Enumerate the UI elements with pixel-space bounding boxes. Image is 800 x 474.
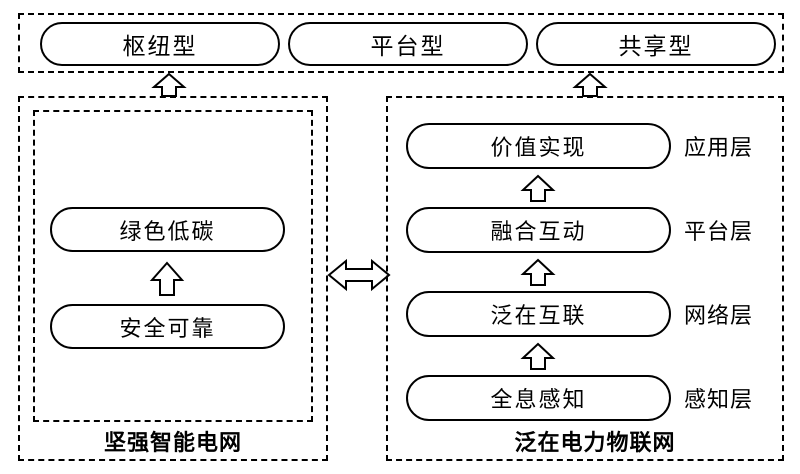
- left-panel-bottom-label-text: 坚强智能电网: [103, 430, 242, 455]
- right-node-ubiquitous-interconnection-label: 泛在互联: [490, 303, 587, 328]
- left-panel-outer: [18, 96, 328, 461]
- right-layer-label-platform: 平台层: [684, 207, 794, 253]
- left-node-green-low-carbon[interactable]: 绿色低碳: [50, 207, 285, 252]
- right-layer-label-platform-text: 平台层: [684, 219, 754, 244]
- right-node-holographic-perception[interactable]: 全息感知: [406, 375, 671, 421]
- left-panel-bottom-label: 坚强智能电网: [33, 425, 313, 457]
- right-node-fusion-interaction[interactable]: 融合互动: [406, 207, 671, 253]
- right-node-fusion-interaction-label: 融合互动: [490, 219, 587, 244]
- left-panel-inner: [33, 110, 313, 422]
- arrow-left-panel-to-top: [151, 72, 187, 97]
- right-layer-label-perception: 感知层: [684, 375, 794, 421]
- top-pill-platform-label: 平台型: [370, 33, 446, 59]
- arrow-left-safe-to-green: [149, 261, 185, 296]
- arrow-network-to-platform: [520, 258, 556, 286]
- top-pill-platform[interactable]: 平台型: [288, 22, 528, 66]
- right-layer-label-perception-text: 感知层: [684, 387, 754, 412]
- arrow-right-panel-to-top: [572, 72, 608, 97]
- right-node-holographic-perception-label: 全息感知: [490, 387, 587, 412]
- arrow-between-panels: [327, 258, 391, 292]
- right-layer-label-network-text: 网络层: [684, 303, 754, 328]
- left-node-safe-reliable-label: 安全可靠: [119, 315, 216, 341]
- right-panel-bottom-label-text: 泛在电力物联网: [514, 430, 676, 455]
- right-layer-label-application-text: 应用层: [684, 135, 754, 160]
- right-node-value-realization-label: 价值实现: [490, 135, 587, 160]
- left-node-safe-reliable[interactable]: 安全可靠: [50, 304, 285, 349]
- top-pill-hub[interactable]: 枢纽型: [40, 22, 280, 66]
- top-row-container: [18, 13, 784, 73]
- arrow-platform-to-application: [520, 174, 556, 202]
- right-panel-outer: [386, 96, 784, 461]
- right-layer-label-application: 应用层: [684, 123, 794, 169]
- left-node-green-low-carbon-label: 绿色低碳: [119, 218, 216, 244]
- right-panel-bottom-label: 泛在电力物联网: [406, 425, 784, 457]
- top-pill-shared[interactable]: 共享型: [536, 22, 776, 66]
- top-pill-hub-label: 枢纽型: [122, 33, 198, 59]
- right-layer-label-network: 网络层: [684, 291, 794, 337]
- right-node-ubiquitous-interconnection[interactable]: 泛在互联: [406, 291, 671, 337]
- top-pill-shared-label: 共享型: [618, 33, 694, 59]
- right-node-value-realization[interactable]: 价值实现: [406, 123, 671, 169]
- arrow-perception-to-network: [520, 342, 556, 370]
